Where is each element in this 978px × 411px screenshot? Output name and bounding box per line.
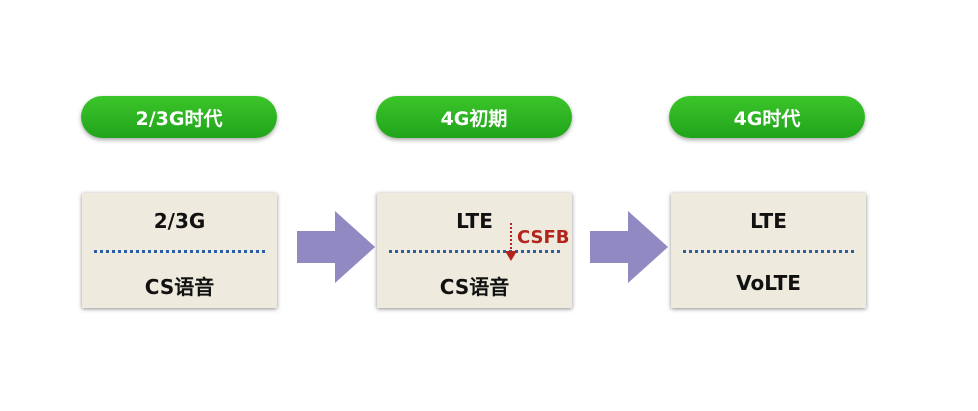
- stage-label-4g: 4G时代: [669, 96, 865, 138]
- csfb-fallback-line: [510, 223, 512, 253]
- dotted-divider: [389, 250, 560, 253]
- stage-label-2-3g: 2/3G时代: [81, 96, 277, 138]
- right-arrow-icon: [297, 211, 375, 283]
- dotted-divider: [94, 250, 265, 253]
- stage-label-4g-early: 4G初期: [376, 96, 572, 138]
- csfb-arrow-down-icon: [505, 251, 517, 261]
- box-top-text: LTE: [750, 209, 787, 233]
- csfb-label: CSFB: [517, 227, 570, 248]
- box-top-text: LTE: [456, 209, 493, 233]
- stage-box-2-3g: 2/3G CS语音: [82, 193, 277, 308]
- box-top-text: 2/3G: [153, 209, 206, 233]
- box-bottom-text: CS语音: [439, 275, 510, 299]
- stage-box-4g-early: LTE CS语音 CSFB: [377, 193, 572, 308]
- box-bottom-text: VoLTE: [736, 271, 801, 295]
- right-arrow-icon: [590, 211, 668, 283]
- stage-box-4g: LTE VoLTE: [671, 193, 866, 308]
- dotted-divider: [683, 250, 854, 253]
- box-bottom-text: CS语音: [144, 275, 215, 299]
